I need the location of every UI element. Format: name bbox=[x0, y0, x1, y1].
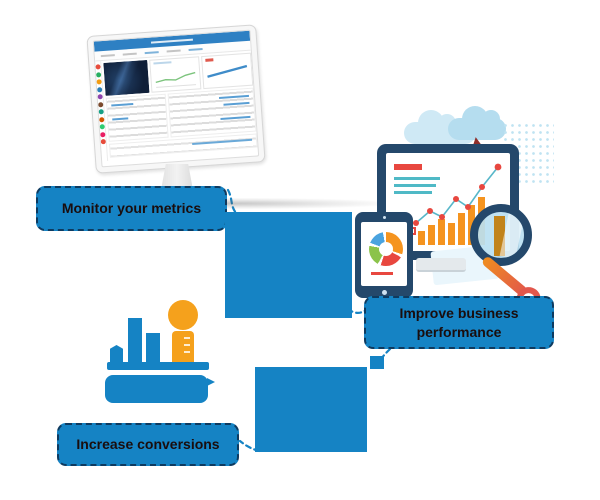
bar-chart-bar bbox=[110, 345, 123, 362]
title-bar-text bbox=[150, 38, 193, 44]
analytics-illustration bbox=[352, 106, 557, 317]
sidebar-dot-icon bbox=[99, 116, 105, 122]
toolbar-chip bbox=[144, 50, 159, 54]
bar-chart-bar bbox=[128, 318, 142, 362]
detail-tick bbox=[184, 337, 190, 339]
monitor-frame bbox=[86, 24, 266, 174]
donut-hole bbox=[379, 242, 393, 256]
link-text-bar bbox=[111, 102, 134, 107]
label-improve-line2: performance bbox=[416, 323, 502, 340]
sidebar-dot-icon bbox=[96, 86, 103, 92]
toolbar-chip bbox=[100, 53, 115, 57]
text-line bbox=[394, 177, 440, 180]
monitor-illustration bbox=[85, 24, 390, 209]
sidebar-dot-icon bbox=[98, 109, 104, 115]
toolbar-chip bbox=[166, 49, 181, 53]
monitor-shadow bbox=[140, 198, 390, 209]
menu-list-panel bbox=[105, 93, 169, 142]
blue-overlay-block bbox=[255, 367, 367, 452]
red-heading-bar bbox=[394, 164, 422, 170]
label-increase-text: Increase conversions bbox=[76, 436, 220, 453]
label-increase: Increase conversions bbox=[57, 423, 239, 466]
sidebar-dot-icon bbox=[100, 131, 106, 137]
tablet-home-button bbox=[381, 290, 387, 295]
label-improve: Improve business performance bbox=[364, 296, 554, 349]
bar-chart-bar bbox=[146, 333, 160, 362]
tablet-icon bbox=[355, 212, 413, 298]
sidebar-dot-icon bbox=[97, 94, 103, 100]
label-monitor-text: Monitor your metrics bbox=[61, 200, 202, 217]
toolbar-chip bbox=[122, 52, 137, 56]
trend-line-chart bbox=[413, 163, 502, 226]
green-line-chart bbox=[155, 71, 197, 88]
desk-pointer bbox=[207, 378, 215, 386]
data-table-panel bbox=[167, 87, 257, 138]
cloud-icon bbox=[448, 106, 506, 140]
sidebar-dot-icon bbox=[98, 101, 104, 107]
sidebar-dot-icon bbox=[95, 71, 102, 78]
line-chart-card bbox=[149, 56, 202, 93]
text-line bbox=[394, 184, 436, 187]
tablet-camera-dot bbox=[382, 216, 386, 219]
bar-chart-bar bbox=[438, 219, 445, 245]
toolbar-chip bbox=[188, 47, 203, 51]
link-text-bar bbox=[112, 117, 129, 121]
sidebar-dot-icon bbox=[99, 124, 105, 130]
label-monitor: Monitor your metrics bbox=[36, 186, 227, 231]
person-body bbox=[172, 331, 194, 362]
link-text-bar bbox=[220, 115, 251, 120]
blue-overlay-block bbox=[225, 212, 352, 318]
text-line bbox=[394, 191, 432, 194]
blue-line-chart bbox=[207, 64, 248, 78]
dashboard-body bbox=[95, 51, 258, 162]
line-chart-card bbox=[201, 52, 254, 90]
label-improve-line1: Improve business bbox=[399, 305, 519, 322]
chart-platform bbox=[107, 362, 209, 370]
detail-tick bbox=[184, 351, 190, 353]
link-text-bar bbox=[223, 101, 250, 106]
link-text-bar bbox=[192, 138, 253, 145]
windows-wallpaper-tile bbox=[103, 59, 150, 96]
growth-chart-illustration bbox=[105, 296, 223, 410]
link-text-bar bbox=[218, 94, 250, 99]
keyboard bbox=[416, 258, 466, 272]
sidebar-dot-icon bbox=[100, 139, 106, 145]
dashboard-screen bbox=[92, 29, 260, 168]
person-figure-icon bbox=[168, 300, 198, 330]
donut-chart-icon bbox=[369, 232, 403, 266]
sidebar-dot-icon bbox=[95, 64, 101, 70]
sidebar-dot-icon bbox=[96, 79, 102, 85]
blue-overlay-block-small bbox=[370, 356, 384, 369]
dashboard-main bbox=[101, 51, 259, 161]
bar-chart-bar bbox=[428, 225, 435, 245]
monitor-stand bbox=[161, 164, 193, 190]
desk-shape bbox=[105, 375, 208, 403]
detail-tick bbox=[184, 344, 190, 346]
tablet-screen bbox=[361, 222, 407, 286]
bar-chart-bar bbox=[418, 231, 425, 245]
magnifying-glass-icon bbox=[470, 204, 532, 266]
tablet-text-line bbox=[371, 272, 393, 275]
bar-chart-bar bbox=[458, 213, 465, 245]
magnified-bar bbox=[494, 216, 505, 256]
bar-chart-bar bbox=[448, 223, 455, 245]
